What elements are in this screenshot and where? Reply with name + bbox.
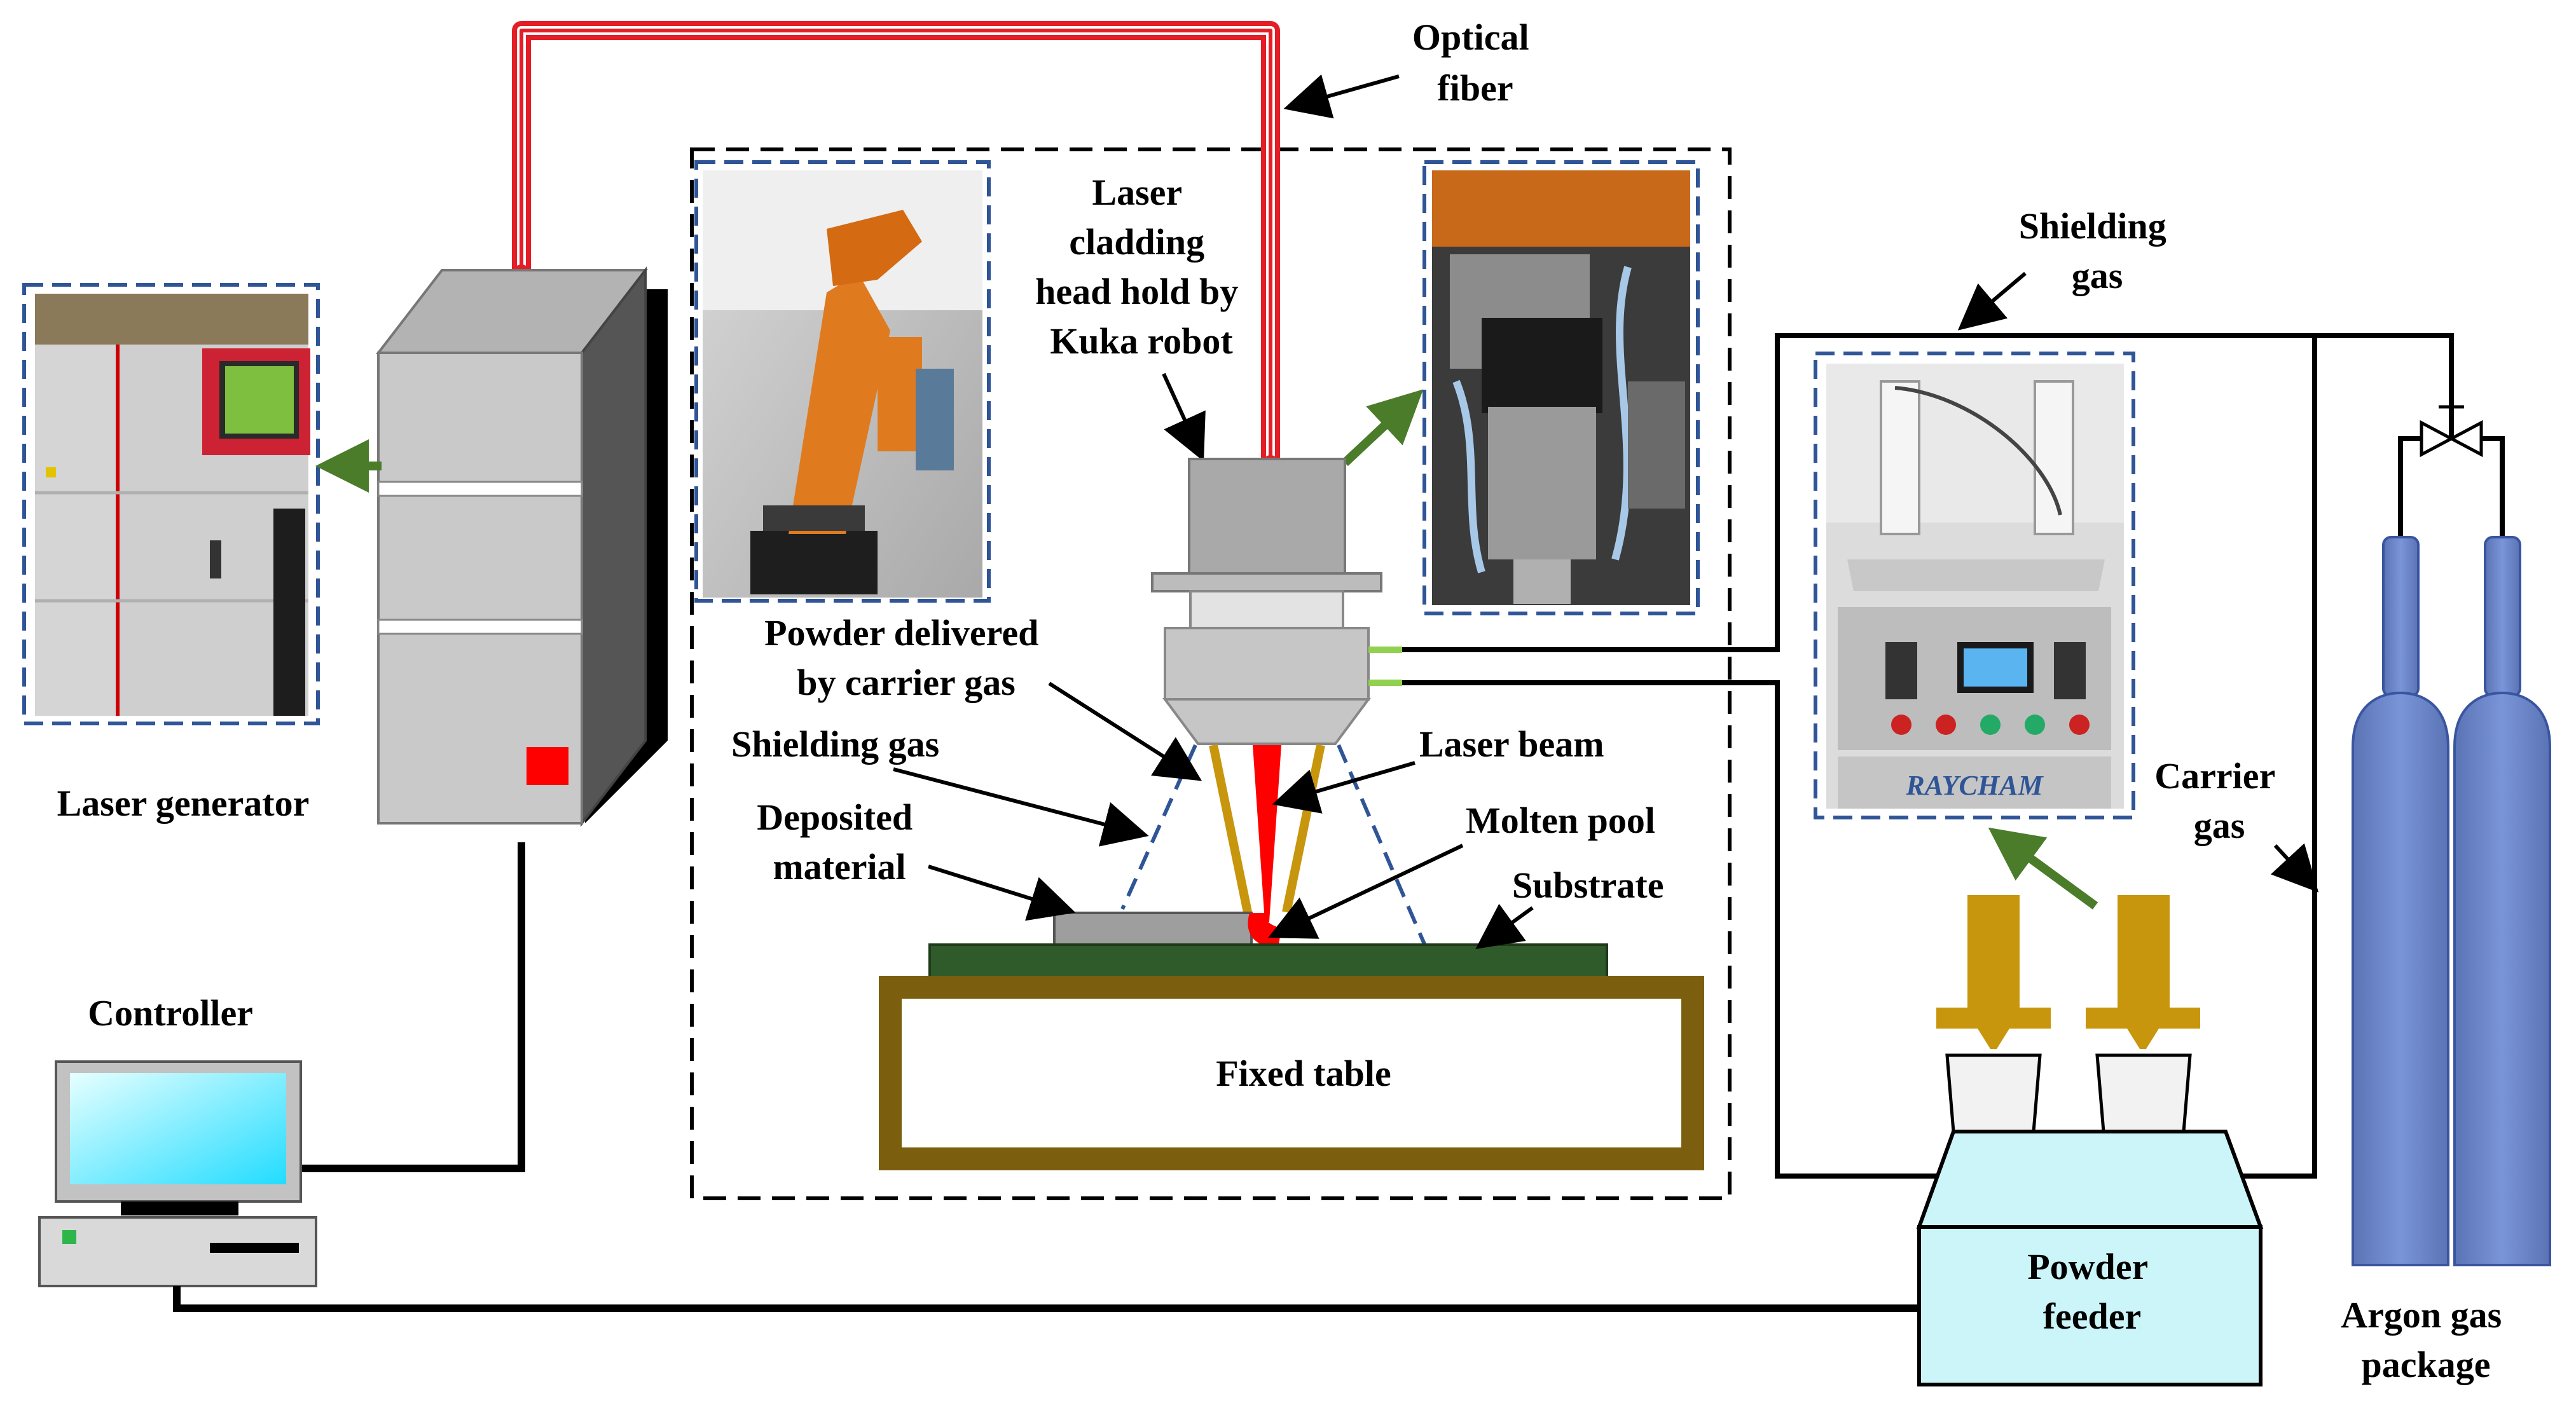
work-area-dashed-frame — [690, 147, 1732, 1200]
laser-beam-pointer — [1272, 761, 1415, 814]
argon-gas-tanks — [2352, 405, 2551, 1266]
substrate — [928, 943, 1608, 983]
shielding-gas-right-pointer — [1957, 271, 2027, 331]
gas-valve-icon — [2420, 420, 2455, 458]
shielding-gas-cone-right — [1337, 744, 1426, 945]
deposited-material-pointer — [928, 865, 1076, 921]
argon-gas-package-label: Argon gas package — [2341, 1294, 2511, 1385]
powder-stream-right — [1282, 744, 1325, 914]
controller-computer — [38, 1060, 317, 1287]
controller-label: Controller — [88, 992, 253, 1034]
fixed-table — [879, 976, 1704, 1170]
shielding-gas-left-label: Shielding gas — [731, 723, 939, 765]
fixed-table-label: Fixed table — [1216, 1053, 1391, 1094]
shielding-gas-left-pointer — [893, 767, 1149, 847]
carrier-gas-pointer — [2270, 843, 2319, 893]
optical-fiber-label: Optical fiber — [1412, 17, 1538, 109]
powder-delivered-pointer — [1048, 681, 1202, 781]
optical-fiber-pointer — [1283, 74, 1400, 119]
laser-beam — [1253, 745, 1281, 922]
cabinet-red-button — [527, 747, 568, 785]
carrier-gas-label: Carrier gas — [2154, 755, 2283, 846]
powder-delivered-label: Powder delivered by carrier gas — [764, 612, 1048, 703]
laser-generator-cabinet — [375, 266, 668, 827]
molten-pool-pointer — [1268, 844, 1464, 939]
molten-pool — [1248, 913, 1281, 948]
carrier-gas-return-line — [2226, 336, 2317, 1179]
laser-beam-label: Laser beam — [1419, 723, 1604, 765]
powder-feeder — [1916, 895, 2264, 1386]
controller-feeder-cable — [173, 1286, 1927, 1312]
powder-feeder-green-arrow — [1988, 827, 2098, 910]
feeder-brand-text: RAYCHAM — [1905, 770, 2044, 801]
kuka-robot-photo — [694, 160, 991, 603]
powder-feeder-photo: RAYCHAM — [1814, 352, 2135, 819]
substrate-pointer — [1475, 903, 1534, 950]
powder-stream-left — [1209, 744, 1252, 914]
shielding-gas-right-label: Shielding gas — [2019, 205, 2176, 296]
deposited-material-label: Deposited material — [757, 797, 921, 887]
molten-pool-label: Molten pool — [1466, 800, 1655, 841]
generator-controller-cable — [299, 842, 525, 1172]
cladding-head-pointer — [1162, 373, 1206, 462]
shielding-gas-line — [1402, 333, 2454, 652]
cladding-head-green-arrow — [1342, 389, 1424, 467]
carrier-gas-line — [1402, 680, 1939, 1179]
deposited-material — [1053, 912, 1253, 946]
laser-generator-photo — [22, 283, 320, 725]
cladding-head — [1151, 458, 1382, 745]
powder-feeder-label: Powder feeder — [2027, 1246, 2157, 1337]
cladding-head-photo — [1422, 160, 1700, 615]
laser-cladding-head-label: Laser cladding head hold by Kuka robot — [1035, 172, 1248, 362]
laser-generator-label: Laser generator — [57, 783, 310, 824]
substrate-label: Substrate — [1512, 865, 1663, 906]
